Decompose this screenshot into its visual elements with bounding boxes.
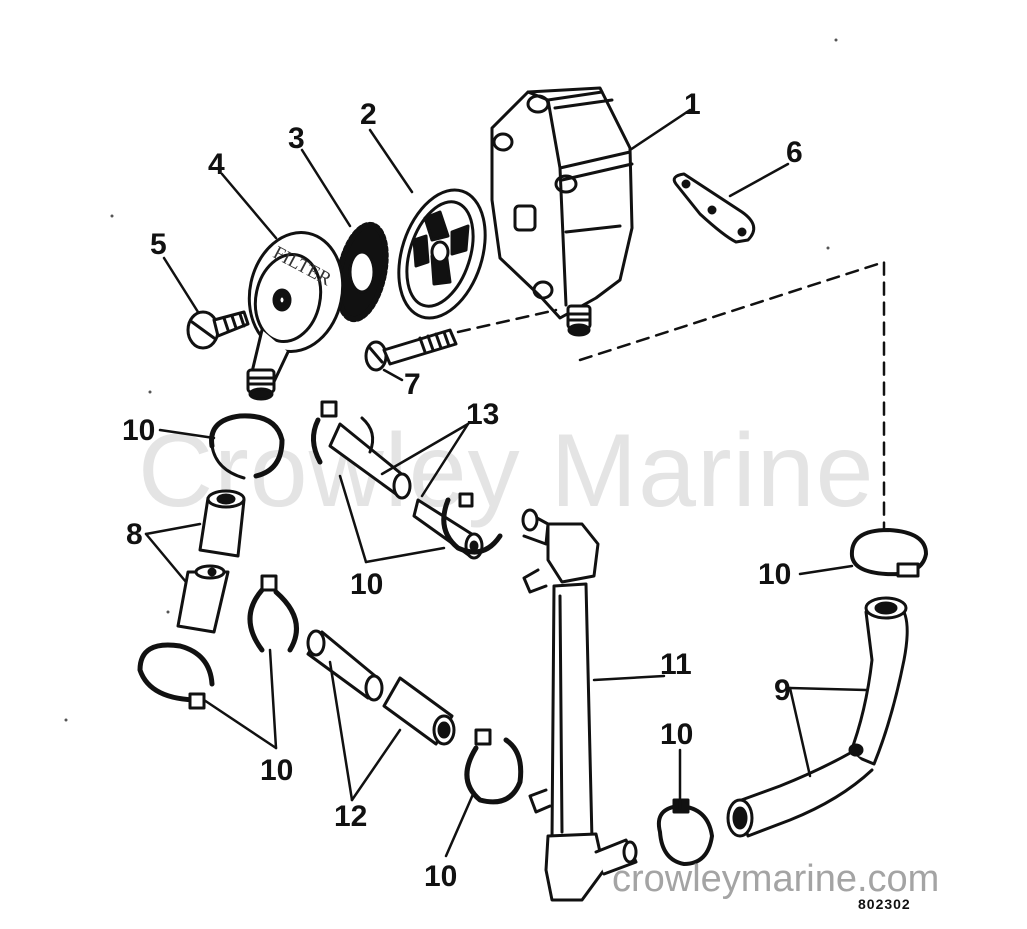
fuel-tube-assembly: [521, 508, 638, 902]
callout-2: 2: [360, 98, 377, 131]
bent-hose: [726, 596, 909, 838]
callout-9: 9: [774, 674, 791, 707]
callout-8: 8: [126, 518, 143, 551]
diagram-code: 802302: [858, 896, 911, 912]
callout-10-e: 10: [260, 754, 294, 787]
filter-plate: [397, 188, 487, 320]
callout-7: 7: [404, 368, 421, 401]
clamp-small: [657, 798, 714, 866]
clamp-mid: [247, 574, 299, 653]
clamp-left-top: [209, 413, 285, 480]
clamp-right: [849, 528, 928, 578]
gasket-plate: [672, 172, 756, 244]
hose-pieces-8: [176, 489, 246, 634]
fuel-pump-body: [490, 86, 634, 337]
screw: [186, 310, 250, 350]
clamp-lower: [464, 728, 524, 805]
filter-cover: FILTER: [246, 231, 345, 401]
callout-1: 1: [684, 88, 701, 121]
callout-10-f: 10: [424, 860, 458, 893]
hose-pieces-12: [306, 629, 456, 746]
elbow-fittings: [311, 400, 503, 560]
callout-10-c: 10: [758, 558, 792, 591]
callout-6: 6: [786, 136, 803, 169]
callout-11: 11: [660, 648, 692, 681]
dashed-fuel-line: [456, 260, 886, 532]
watermark-url: crowleymarine.com: [612, 858, 940, 900]
callout-10-a: 10: [122, 414, 156, 447]
callout-3: 3: [288, 122, 305, 155]
clamp-left-bottom: [137, 642, 215, 710]
leader-lines: [144, 108, 868, 858]
scan-specks: [64, 38, 838, 722]
callout-4: 4: [208, 148, 225, 181]
callout-12: 12: [334, 800, 368, 833]
callout-5: 5: [150, 228, 167, 261]
bolt: [364, 328, 458, 372]
serrated-washer: [335, 221, 389, 323]
callout-10-b: 10: [350, 568, 384, 601]
watermark-brand: Crowley Marine: [138, 413, 875, 529]
callout-10-d: 10: [660, 718, 694, 751]
callout-13: 13: [466, 398, 500, 431]
